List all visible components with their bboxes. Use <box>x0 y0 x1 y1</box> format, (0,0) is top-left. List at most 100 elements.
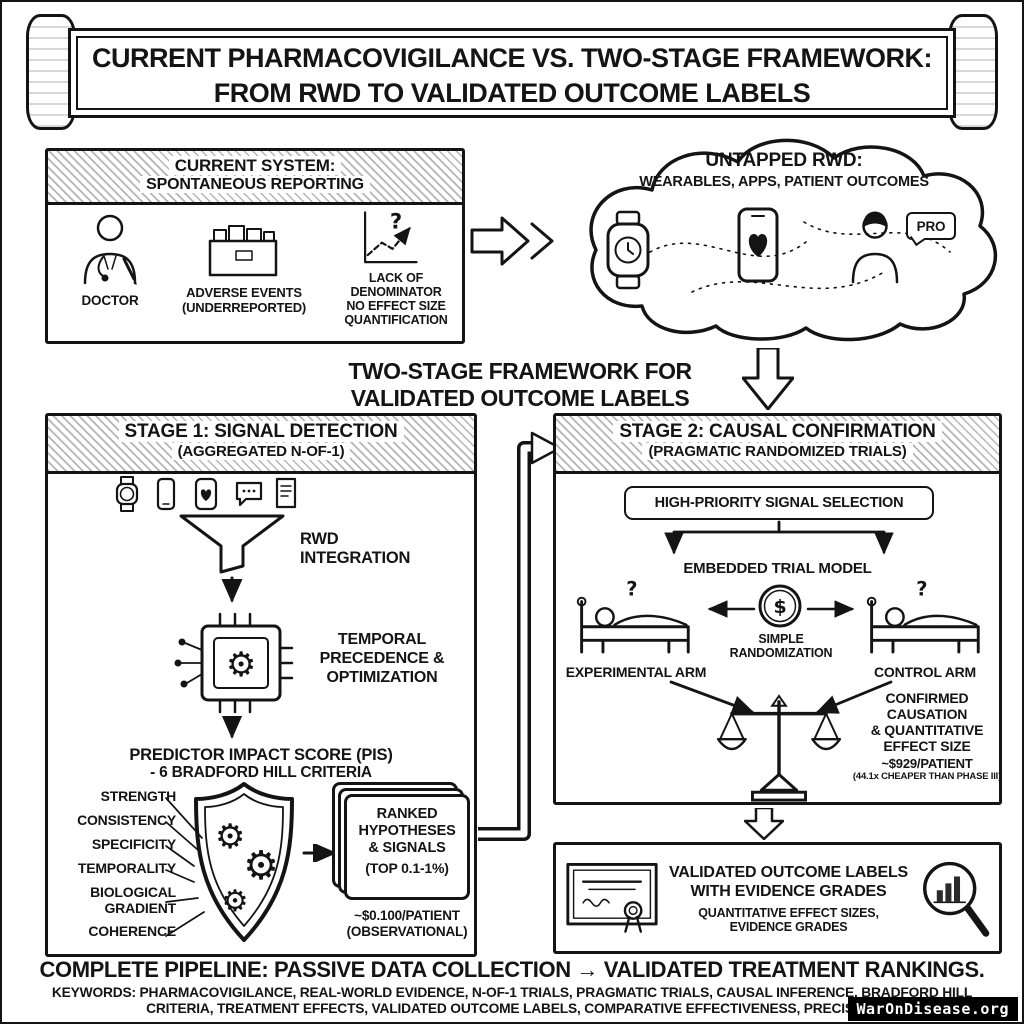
pipeline-summary: COMPLETE PIPELINE: PASSIVE DATA COLLECTI… <box>39 957 985 982</box>
keywords-line2: CRITERIA, TREATMENT EFFECTS, VALIDATED O… <box>146 1001 878 1016</box>
randomization-arrows-icon <box>707 600 855 618</box>
high-priority-signal-box: HIGH-PRIORITY SIGNAL SELECTION <box>624 486 934 520</box>
confirmed-line3: & QUANTITATIVE <box>870 722 984 738</box>
lack-line1: LACK OF <box>368 271 424 285</box>
framework-heading: TWO-STAGE FRAMEWORK FOR VALIDATED OUTCOM… <box>240 358 800 412</box>
rwd-cloud-icon <box>589 138 998 342</box>
temporal-line2: PRECEDENCE & <box>319 650 445 667</box>
stage2-down-arrow-icon <box>744 808 784 840</box>
ranked-line1: RANKED <box>376 806 438 822</box>
lack-line4: QUANTIFICATION <box>344 313 448 327</box>
framework-heading-line2: VALIDATED OUTCOME LABELS <box>350 385 690 411</box>
stage2-cost: ~$929/PATIENT <box>881 756 973 771</box>
magnifier-chart-icon <box>923 861 990 937</box>
stage1-cost-line1: ~$0.100/PATIENT <box>354 908 460 923</box>
control-bed-icon: ? <box>866 578 980 654</box>
criterion-specificity: SPECIFICITY <box>91 836 176 852</box>
adverse-events-label: ADVERSE EVENTS (UNDERREPORTED) <box>176 285 312 315</box>
temporal-precedence-label: TEMPORAL PRECEDENCE & OPTIMIZATION <box>300 630 464 687</box>
phone-heart-icon <box>737 207 779 283</box>
current-system-title2: SPONTANEOUS REPORTING <box>140 176 370 193</box>
keywords-block: KEYWORDS: PHARMACOVIGILANCE, REAL-WORLD … <box>12 985 1012 1017</box>
keywords-line1: KEYWORDS: PHARMACOVIGILANCE, REAL-WORLD … <box>51 985 973 1000</box>
mini-phone-icon <box>156 477 176 511</box>
balance-scale-icon <box>716 694 842 802</box>
doctor-icon <box>83 214 137 285</box>
stage1-cost-label: ~$0.100/PATIENT (OBSERVATIONAL) <box>336 908 478 940</box>
coin-icon: $ <box>758 584 802 628</box>
experimental-bed-icon: ? <box>576 578 690 654</box>
embedded-trial-label: EMBEDDED TRIAL MODEL <box>683 560 872 577</box>
mini-document-icon <box>275 477 297 509</box>
confirmed-line2: CAUSATION <box>886 706 968 722</box>
lack-denominator-label: LACK OF DENOMINATOR NO EFFECT SIZE QUANT… <box>336 271 456 327</box>
shield-to-ranked-arrow-icon <box>302 844 337 862</box>
branch-arrows-icon <box>664 520 894 555</box>
question-icon: ? <box>390 209 402 234</box>
criterion-biological-gradient: BIOLOGICAL GRADIENT <box>90 884 176 916</box>
gear-icon: ⚙ <box>226 645 256 685</box>
stage1-box: STAGE 1: SIGNAL DETECTION (AGGREGATED N-… <box>45 413 477 957</box>
criterion-strength: STRENGTH <box>100 788 177 804</box>
current-system-box: CURRENT SYSTEM: SPONTANEOUS REPORTING DO… <box>45 148 465 344</box>
stage1-body: RWD INTEGRATION ⚙ TEMPORAL PRECEDENCE & <box>48 474 474 957</box>
rwd-label-line1: RWD <box>300 530 339 548</box>
confirmed-line1: CONFIRMED <box>885 690 969 706</box>
processor-chip-icon: ⚙ <box>174 612 294 714</box>
pro-speech-bubble: PRO <box>906 212 956 240</box>
confirmed-causation-label: CONFIRMED CAUSATION & QUANTITATIVE EFFEC… <box>852 690 1002 783</box>
pis-label: PREDICTOR IMPACT SCORE (PIS) - 6 BRADFOR… <box>48 746 474 782</box>
pis-line1: PREDICTOR IMPACT SCORE (PIS) <box>129 746 393 764</box>
mini-chat-icon <box>235 481 263 507</box>
stage1-title1: STAGE 1: SIGNAL DETECTION <box>118 421 404 442</box>
adverse-events-label-line2: (UNDERREPORTED) <box>181 300 307 315</box>
current-system-body: DOCTOR ADVERSE EVENTS (UNDERREPORTED) ? … <box>48 205 462 341</box>
dollar-icon: $ <box>773 596 786 618</box>
ranked-line4: (TOP 0.1-1%) <box>365 860 449 876</box>
stage1-title2: (AGGREGATED N-OF-1) <box>171 443 351 460</box>
validated-outcome-text: VALIDATED OUTCOME LABELS WITH EVIDENCE G… <box>666 863 911 934</box>
validated-title-line1: VALIDATED OUTCOME LABELS <box>668 863 909 881</box>
rwd-integration-label: RWD INTEGRATION <box>300 530 450 568</box>
stage2-box: STAGE 2: CAUSAL CONFIRMATION (PRAGMATIC … <box>553 413 1002 805</box>
ranked-hypotheses-cards: RANKED HYPOTHESES & SIGNALS (TOP 0.1-1%) <box>344 794 470 900</box>
question-icon: ? <box>916 578 927 601</box>
doctor-label: DOCTOR <box>81 293 139 308</box>
validated-title-line2: WITH EVIDENCE GRADES <box>690 882 887 900</box>
validated-sub-line1: QUANTITATIVE EFFECT SIZES, <box>698 905 879 920</box>
lack-line2: DENOMINATOR <box>350 285 442 299</box>
question-icon: ? <box>626 578 637 601</box>
arms-to-scale-arrows-icon <box>669 680 893 715</box>
current-system-title1: CURRENT SYSTEM: <box>168 156 342 175</box>
current-to-rwd-arrow-icon <box>470 216 554 266</box>
criterion-coherence: COHERENCE <box>88 923 176 939</box>
ranked-line2: HYPOTHESES <box>358 823 456 839</box>
simple-line1: SIMPLE <box>758 632 804 646</box>
simple-line2: RANDOMIZATION <box>729 646 833 660</box>
gear-icon: ⚙ <box>215 817 245 857</box>
pis-line2: - 6 BRADFORD HILL CRITERIA <box>150 764 372 781</box>
funnel-icon <box>179 514 285 574</box>
stage1-header: STAGE 1: SIGNAL DETECTION (AGGREGATED N-… <box>48 416 474 474</box>
validated-outcome-box: VALIDATED OUTCOME LABELS WITH EVIDENCE G… <box>553 842 1002 954</box>
mini-watch-icon <box>115 476 139 512</box>
adverse-events-label-line1: ADVERSE EVENTS <box>186 285 302 300</box>
mini-heart-phone-icon <box>194 477 218 511</box>
banner-title-line1: CURRENT PHARMACOVIGILANCE VS. TWO-STAGE … <box>92 43 932 73</box>
cloud-down-arrow-icon <box>742 348 794 410</box>
stage1-cost-line2: (OBSERVATIONAL) <box>346 924 468 939</box>
gear-icon: ⚙ <box>222 884 249 919</box>
confirmed-line4: EFFECT SIZE <box>883 738 971 754</box>
adverse-events-files-icon <box>208 225 278 277</box>
shield-gears-icon: ⚙ ⚙ ⚙ <box>194 782 294 942</box>
temporal-line1: TEMPORAL <box>337 631 427 648</box>
criteria-leader-lines <box>165 797 205 937</box>
stage1-to-stage2-arrow-icon <box>478 431 562 841</box>
bradford-hill-criteria-list: STRENGTH CONSISTENCY SPECIFICITY TEMPORA… <box>50 788 176 940</box>
cloud-title: UNTAPPED RWD: WEARABLES, APPS, PATIENT O… <box>584 150 984 190</box>
scroll-left-end <box>26 14 76 130</box>
current-system-header: CURRENT SYSTEM: SPONTANEOUS REPORTING <box>48 151 462 205</box>
experimental-arm-label: EXPERIMENTAL ARM <box>565 664 707 680</box>
rwd-label-line2: INTEGRATION <box>300 549 411 567</box>
